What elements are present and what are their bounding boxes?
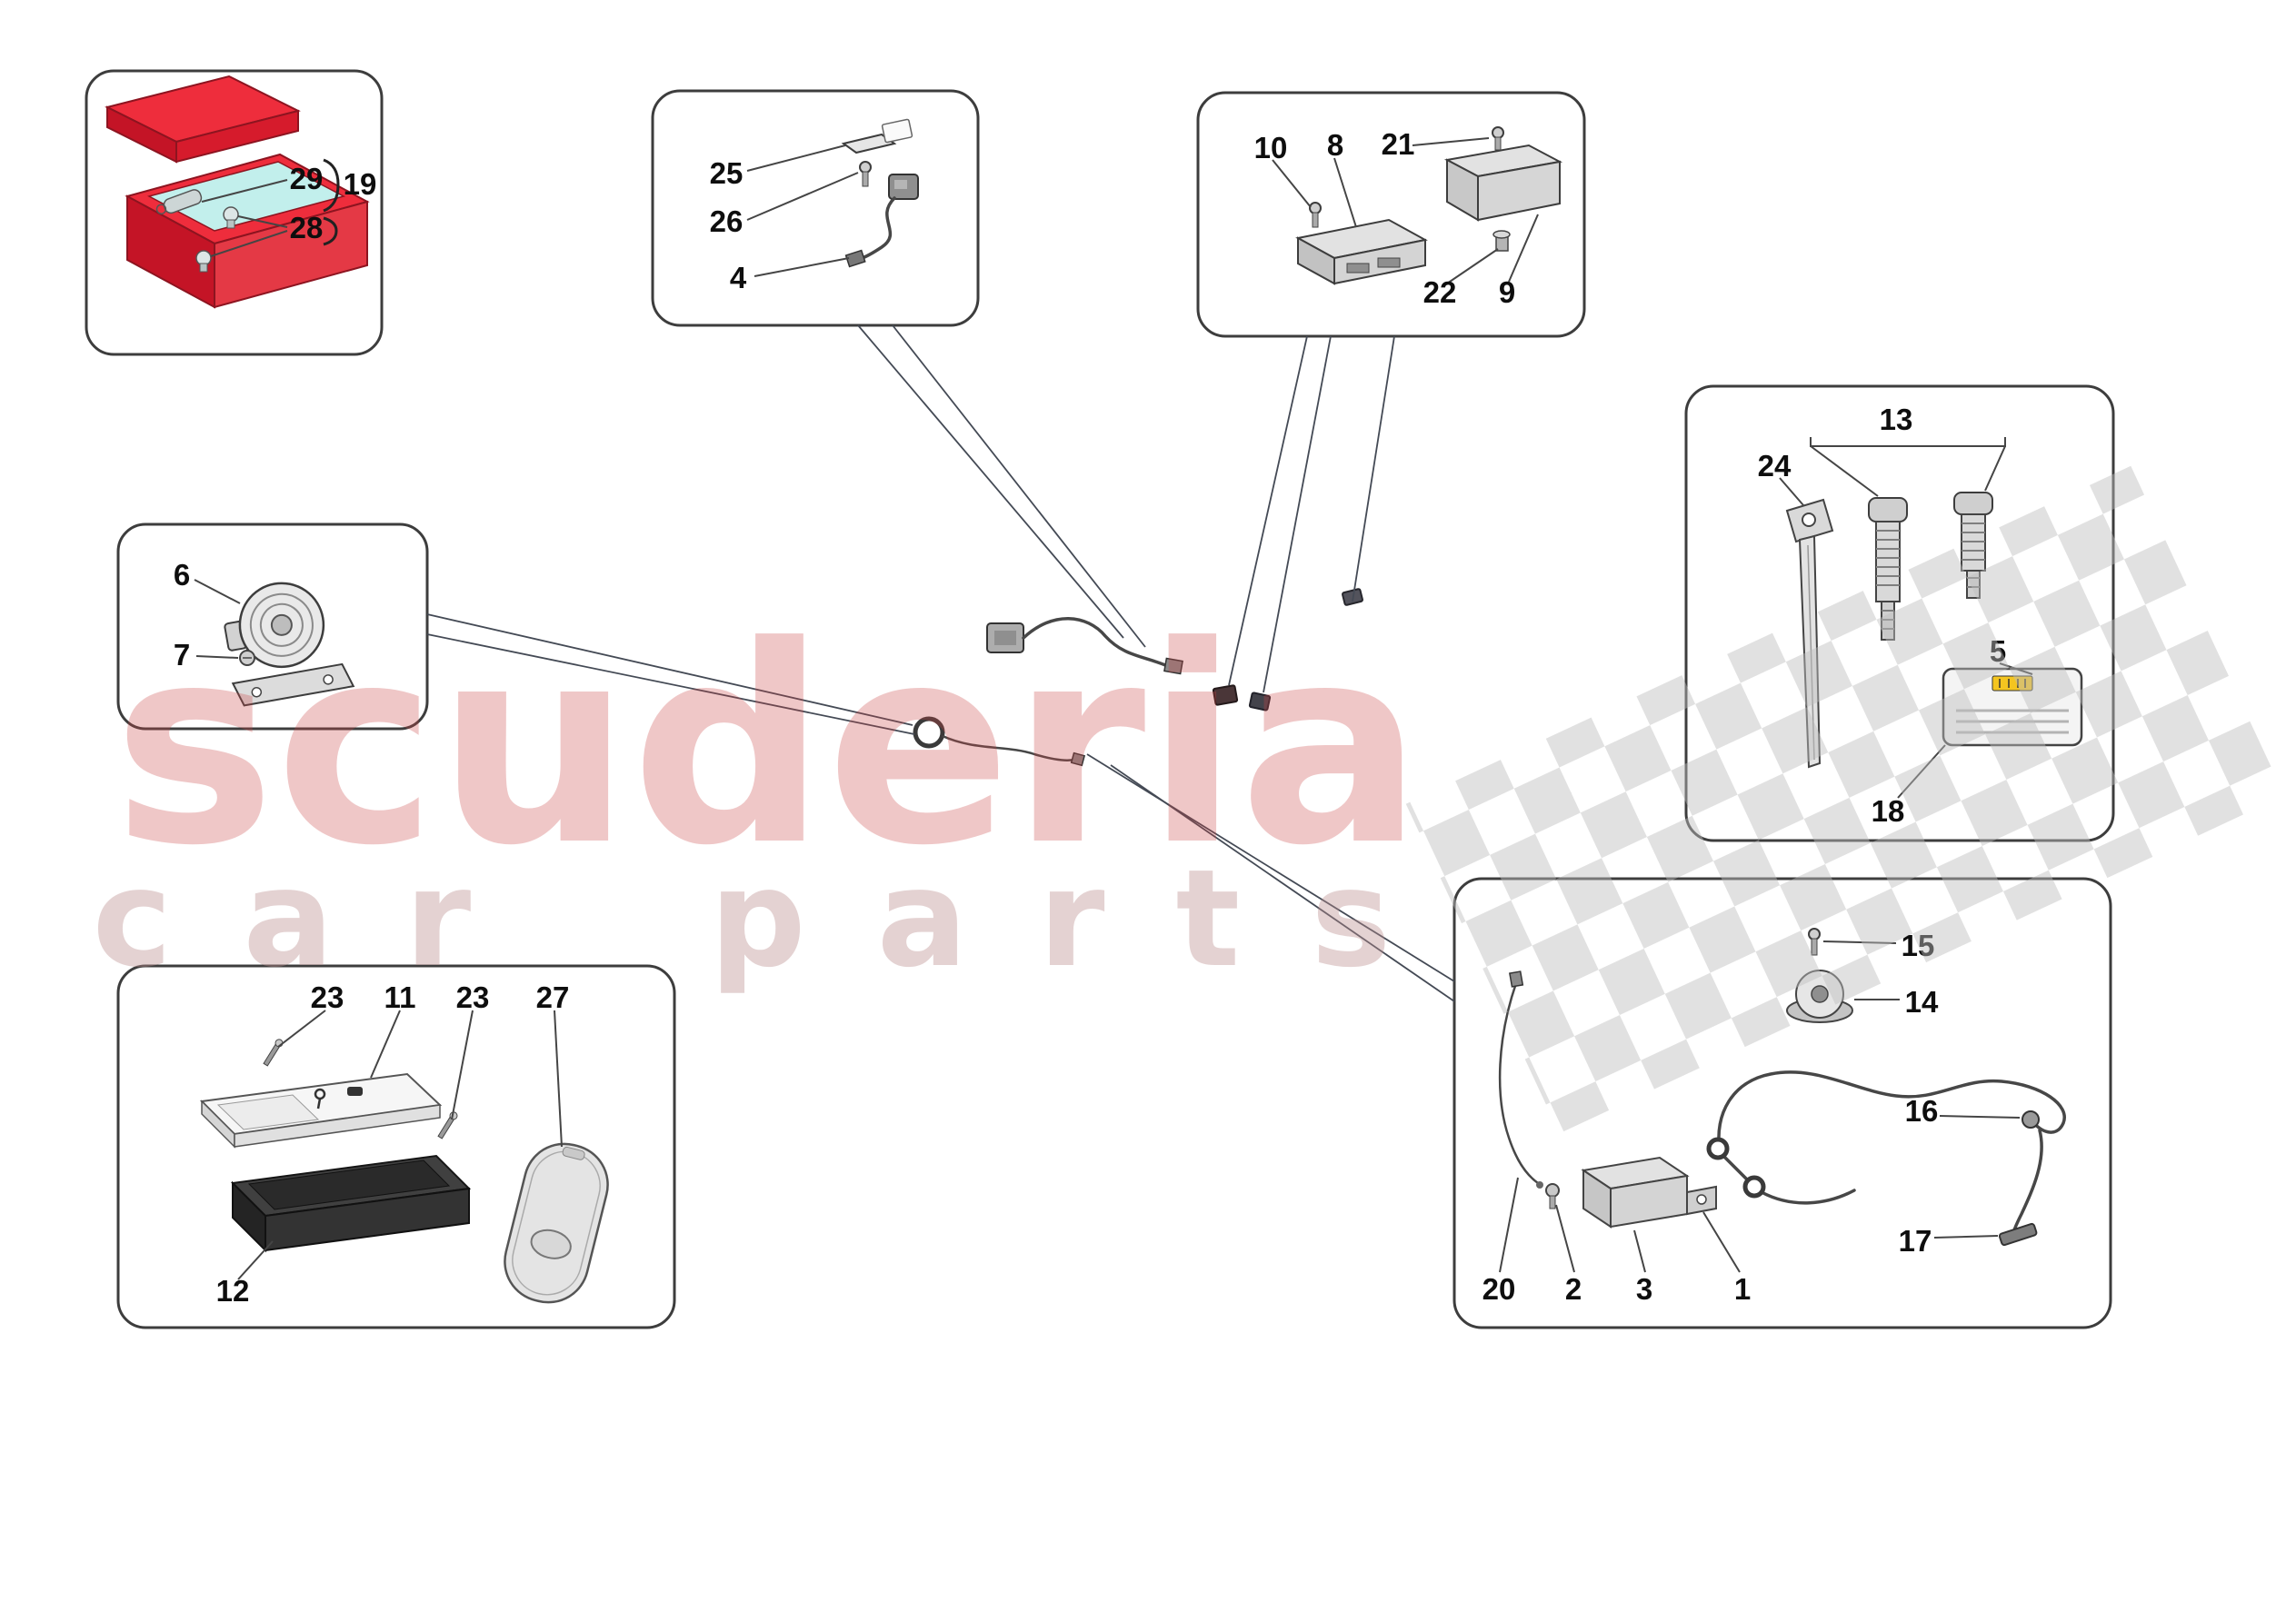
alarm-siren <box>224 582 355 707</box>
harness-grommet-16 <box>2021 1110 2040 1129</box>
callout-13: 13 <box>1880 403 1913 436</box>
gift-box-lid <box>105 75 301 164</box>
inset-panel-sensor: 25 26 4 <box>651 89 980 327</box>
remote-key-fob <box>504 1142 609 1304</box>
key-card <box>199 1072 443 1149</box>
car-symbol-icon <box>347 1087 363 1096</box>
sensor-screw <box>859 161 872 187</box>
callout-28: 28 <box>290 211 324 244</box>
leader-lines-control-units <box>1272 137 1539 284</box>
callout-20: 20 <box>1482 1272 1516 1306</box>
callout-8: 8 <box>1327 128 1343 162</box>
callout-23-right: 23 <box>456 980 490 1014</box>
callout-3: 3 <box>1636 1272 1652 1306</box>
callout-26: 26 <box>710 204 744 238</box>
callout-10: 10 <box>1254 131 1288 164</box>
sensor-bracket-plate <box>841 118 913 154</box>
callout-14: 14 <box>1905 985 1939 1019</box>
ferrari-badge-icon <box>1992 675 2033 692</box>
callout-2: 2 <box>1565 1272 1582 1306</box>
inset-panel-control-units: 10 8 21 22 9 <box>1196 91 1586 338</box>
key-symbol-icon <box>314 1088 326 1110</box>
center-harness-parts <box>913 588 1363 767</box>
card-tray <box>230 1154 472 1253</box>
callout-18: 18 <box>1872 794 1905 828</box>
ecu-screw-10 <box>1309 202 1322 228</box>
unit-bolt-2 <box>1545 1183 1560 1209</box>
callout-6: 6 <box>174 558 190 592</box>
callout-19: 19 <box>344 167 377 201</box>
callout-1: 1 <box>1734 1272 1751 1306</box>
relay-module <box>986 617 1183 675</box>
harness-connector-a <box>1212 684 1239 706</box>
callout-11: 11 <box>384 980 416 1014</box>
siren-bolt <box>239 650 255 666</box>
ecu-module-8 <box>1295 218 1428 285</box>
harness-end-17 <box>1998 1222 2038 1247</box>
inset-panel-alarm-unit: 15 14 16 17 20 2 3 1 <box>1452 877 2112 1329</box>
antenna-ring <box>913 716 1086 767</box>
callout-25: 25 <box>710 156 744 190</box>
callout-15: 15 <box>1902 929 1935 962</box>
leader-lines-sensor <box>746 144 859 277</box>
leader-lines-key-card <box>237 1010 563 1280</box>
gift-box-base <box>125 153 370 309</box>
sensor-module <box>844 174 919 268</box>
callout-27: 27 <box>536 980 570 1014</box>
leader-lines-key-box <box>201 158 340 257</box>
inset-panel-key-box: 29 19 28 <box>85 69 384 356</box>
leader-lines-siren <box>194 579 241 659</box>
ecu-spacer-22 <box>1492 230 1511 252</box>
callout-5: 5 <box>1990 634 2006 668</box>
harness-connector-b <box>1248 692 1272 711</box>
cross-reference-lines <box>426 324 1455 1002</box>
callout-4: 4 <box>730 261 747 294</box>
inset-panel-key-locks: 13 24 5 18 <box>1684 384 2115 842</box>
callout-9: 9 <box>1499 275 1515 309</box>
callout-17: 17 <box>1899 1224 1932 1258</box>
control-module-3 <box>1581 1156 1717 1229</box>
callout-21: 21 <box>1382 127 1415 161</box>
callout-7: 7 <box>174 638 190 672</box>
callout-23-left: 23 <box>311 980 344 1014</box>
callout-29: 29 <box>290 162 324 195</box>
callout-24: 24 <box>1758 449 1792 483</box>
inset-panel-siren: 6 7 <box>116 522 429 731</box>
key-fob-in-box <box>155 189 203 214</box>
ecu-module-9 <box>1443 144 1563 222</box>
box-button-parts <box>195 206 239 273</box>
callout-12: 12 <box>216 1274 250 1308</box>
callout-22: 22 <box>1423 275 1457 309</box>
callout-16: 16 <box>1905 1094 1939 1128</box>
code-card-sticker <box>1942 667 2083 747</box>
ecu-screw-21 <box>1492 126 1504 151</box>
inset-panel-key-card: 23 11 23 27 12 <box>116 964 676 1329</box>
